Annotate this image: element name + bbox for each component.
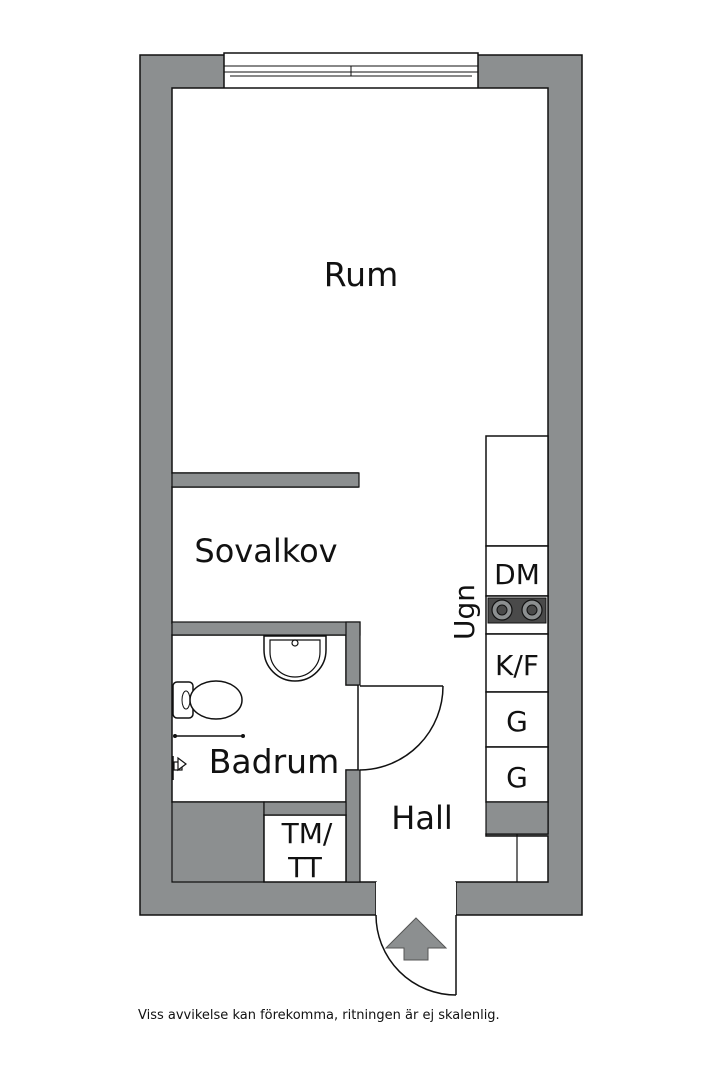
disclaimer-note: Viss avvikelse kan förekomma, ritningen …	[138, 1008, 500, 1023]
fridge-box	[485, 633, 549, 693]
room-label-hall: Hall	[391, 799, 452, 837]
window	[223, 52, 479, 91]
appliance-label-kf: K/F	[495, 649, 539, 682]
entry-arrow-icon	[384, 917, 448, 961]
wardrobe-2-box	[485, 746, 549, 803]
entry-door	[375, 882, 457, 996]
bathroom-top-wall	[171, 621, 361, 636]
appliance-label-dm: DM	[494, 558, 540, 591]
shower-icon	[172, 734, 245, 780]
wardrobe-1-box	[485, 691, 549, 748]
appliance-label-g1: G	[506, 705, 528, 738]
appliance-label-tmtt-2: TT	[287, 851, 323, 884]
room-label-rum: Rum	[324, 255, 399, 294]
appliance-label-tmtt-1: TM/	[281, 817, 333, 850]
hall-right-wall	[485, 801, 549, 835]
bathroom-bottom-wall	[171, 801, 265, 883]
appliance-label-g2: G	[506, 761, 528, 794]
sink-icon	[263, 635, 327, 682]
bathroom-door	[359, 685, 444, 771]
kitchen-counter	[485, 435, 549, 803]
sovalkov-divider-wall	[171, 472, 360, 488]
toilet-icon	[172, 680, 243, 720]
bathroom-right-wall-lower	[345, 769, 361, 883]
room-label-sovalkov: Sovalkov	[194, 532, 337, 570]
floor-plan: Rum Sovalkov Badrum Hall DM Ugn K/F G G …	[139, 52, 583, 996]
room-label-badrum: Badrum	[209, 742, 339, 781]
bathroom-right-wall-upper	[345, 621, 361, 686]
tmtt-wall	[263, 801, 347, 816]
appliance-label-ugn: Ugn	[448, 584, 481, 640]
